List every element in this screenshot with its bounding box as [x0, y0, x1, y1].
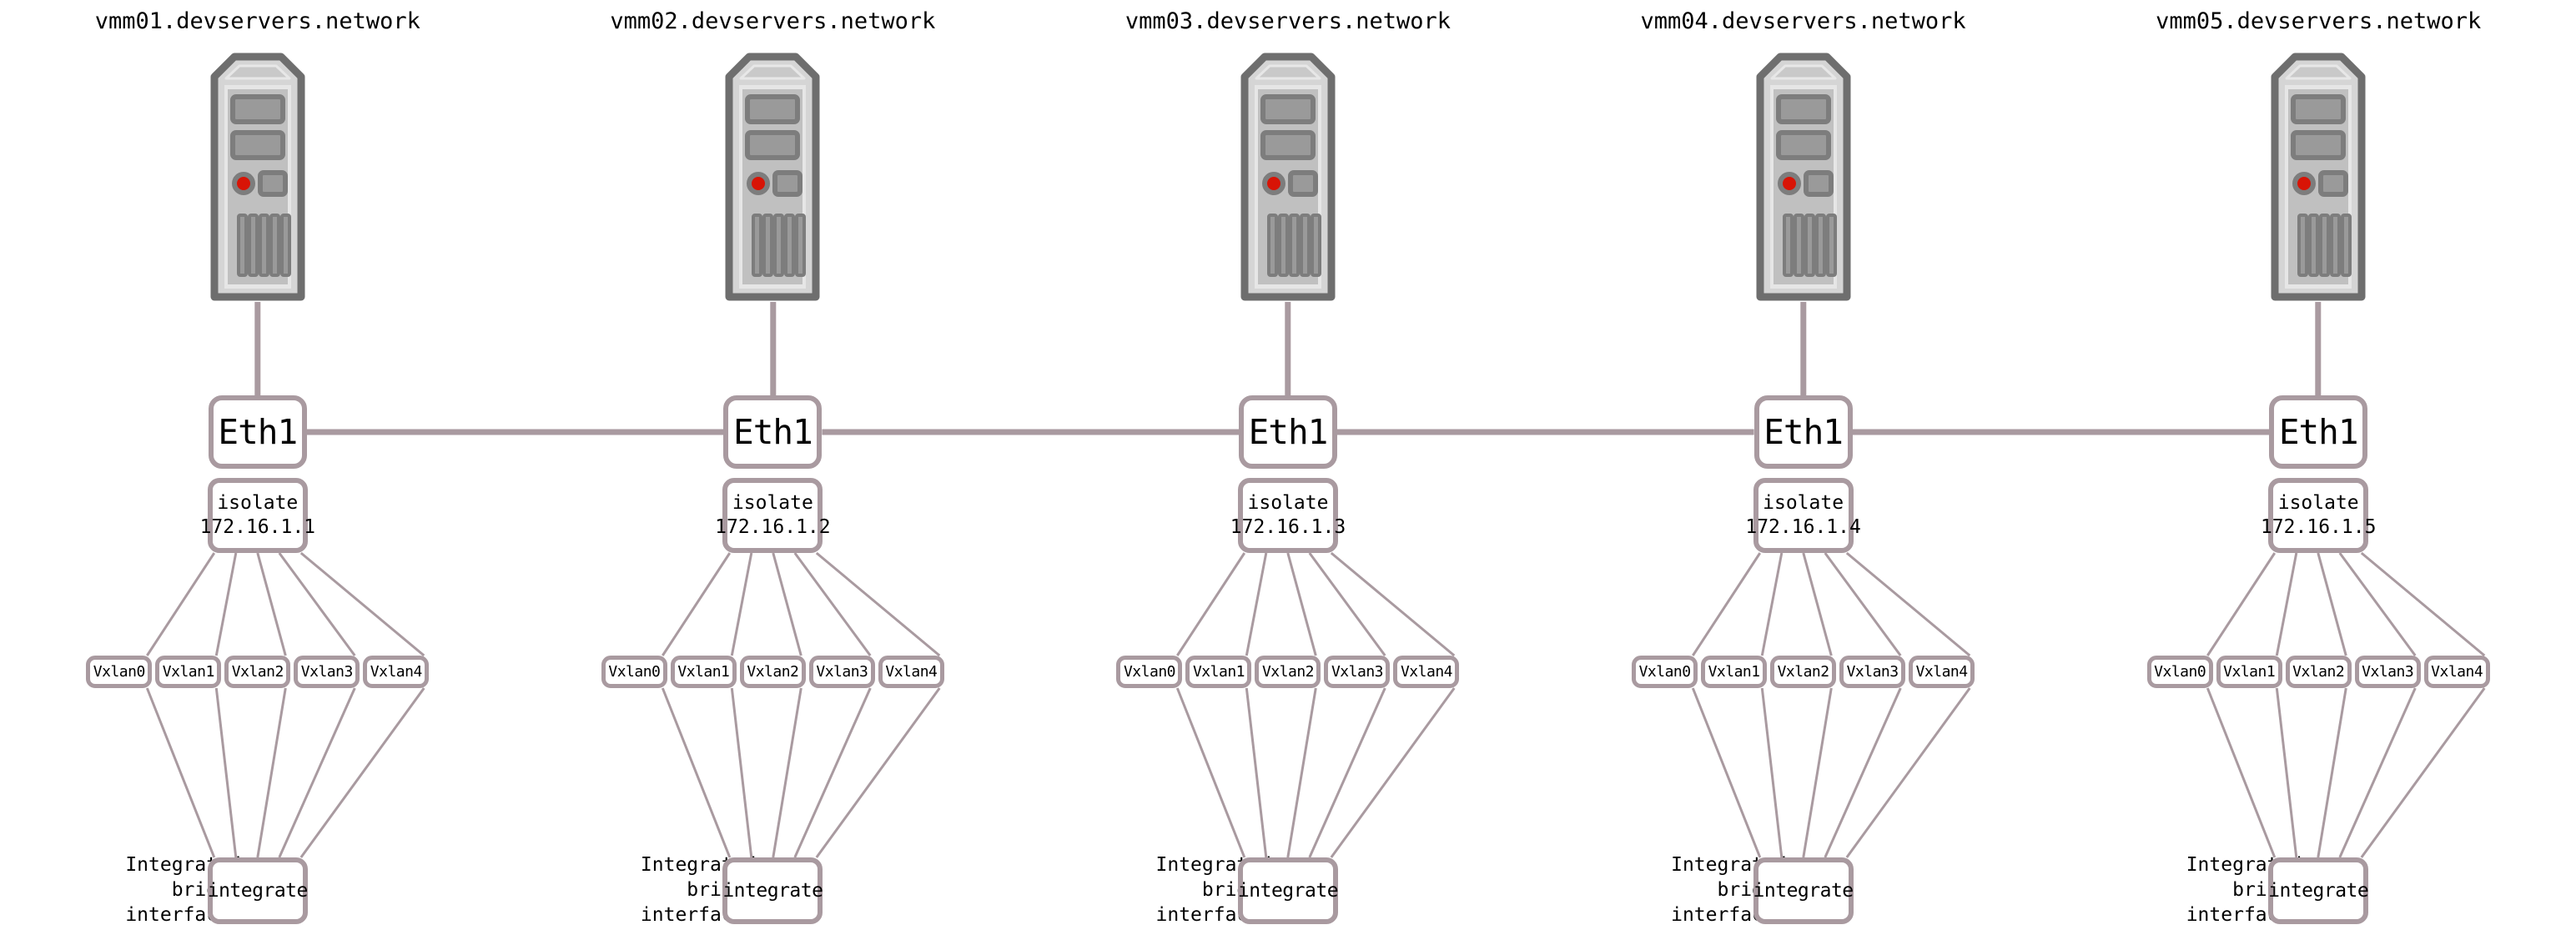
- column-link-lines: [1691, 302, 1971, 858]
- vxlan-node[interactable]: Vxlan4: [1393, 656, 1460, 688]
- isolate-bridge-ip: 172.16.1.1: [199, 516, 316, 538]
- vxlan-node[interactable]: Vxlan0: [1632, 656, 1698, 688]
- server-tower-icon: [210, 53, 305, 301]
- isolate-bridge-name: isolate: [1247, 492, 1329, 514]
- isolate-bridge-ip: 172.16.1.3: [1230, 516, 1346, 538]
- vxlan-node[interactable]: Vxlan3: [1839, 656, 1906, 688]
- vxlan-node[interactable]: Vxlan1: [1185, 656, 1252, 688]
- column-link-lines: [661, 302, 941, 858]
- isolate-bridge-ip: 172.16.1.4: [1745, 516, 1861, 538]
- vxlan-node[interactable]: Vxlan4: [878, 656, 944, 688]
- vxlan-node[interactable]: Vxlan4: [363, 656, 430, 688]
- vxlan-node[interactable]: Vxlan2: [2285, 656, 2352, 688]
- integrate-bridge-node[interactable]: integrate: [2268, 857, 2369, 924]
- isolate-bridge-name: isolate: [217, 492, 299, 514]
- vxlan-node[interactable]: Vxlan2: [1255, 656, 1321, 688]
- isolate-bridge-name: isolate: [732, 492, 813, 514]
- vxlan-node[interactable]: Vxlan1: [1701, 656, 1768, 688]
- column-link-lines: [145, 302, 425, 858]
- integrate-bridge-node[interactable]: integrate: [208, 857, 308, 924]
- column-link-lines: [1176, 302, 1456, 858]
- column-link-lines: [2206, 302, 2486, 858]
- vxlan-node[interactable]: Vxlan2: [224, 656, 291, 688]
- vxlan-node[interactable]: Vxlan2: [1770, 656, 1837, 688]
- vxlan-node[interactable]: Vxlan4: [2423, 656, 2490, 688]
- host-column: vmm01.devservers.network Physical interf…: [0, 0, 516, 950]
- eth1-node[interactable]: Eth1: [1753, 395, 1853, 469]
- eth1-node[interactable]: Eth1: [1238, 395, 1337, 469]
- vxlan-node[interactable]: Vxlan3: [1324, 656, 1391, 688]
- integrate-bridge-node[interactable]: integrate: [1238, 857, 1339, 924]
- eth1-node[interactable]: Eth1: [2269, 395, 2368, 469]
- vxlan-node[interactable]: Vxlan0: [1116, 656, 1183, 688]
- isolate-bridge-ip: 172.16.1.5: [2260, 516, 2377, 538]
- vxlan-node[interactable]: Vxlan1: [670, 656, 737, 688]
- integrate-bridge-node[interactable]: integrate: [1753, 857, 1854, 924]
- isolate-bridge-name: isolate: [2277, 492, 2359, 514]
- host-column: vmm05.devservers.network Integrated brid…: [2060, 0, 2576, 950]
- server-icon: [1728, 52, 1879, 302]
- host-title: vmm01.devservers.network: [94, 8, 420, 34]
- host-column: vmm02.devservers.network Integrated brid…: [516, 0, 1031, 950]
- server-icon: [1213, 52, 1363, 302]
- vxlan-node[interactable]: Vxlan4: [1909, 656, 1975, 688]
- server-tower-icon: [725, 53, 820, 301]
- host-column: vmm03.devservers.network Integrated brid…: [1030, 0, 1546, 950]
- eth1-node[interactable]: Eth1: [208, 395, 307, 469]
- vxlan-node[interactable]: Vxlan0: [601, 656, 667, 688]
- host-title: vmm03.devservers.network: [1124, 8, 1452, 34]
- host-title: vmm04.devservers.network: [1640, 8, 1966, 34]
- eth1-node[interactable]: Eth1: [723, 395, 823, 469]
- vxlan-node[interactable]: Vxlan0: [86, 656, 153, 688]
- vxlan-node[interactable]: Vxlan2: [739, 656, 806, 688]
- server-icon: [2243, 52, 2393, 302]
- vxlan-node[interactable]: Vxlan3: [294, 656, 360, 688]
- vxlan-node[interactable]: Vxlan1: [155, 656, 222, 688]
- server-tower-icon: [1756, 53, 1851, 301]
- vxlan-node[interactable]: Vxlan0: [2146, 656, 2213, 688]
- server-tower-icon: [2271, 53, 2366, 301]
- host-title: vmm02.devservers.network: [610, 8, 936, 34]
- isolate-bridge-name: isolate: [1763, 492, 1844, 514]
- server-tower-icon: [1240, 53, 1336, 301]
- server-icon: [697, 52, 848, 302]
- integrate-bridge-node[interactable]: integrate: [722, 857, 823, 924]
- vxlan-node[interactable]: Vxlan3: [2354, 656, 2421, 688]
- vxlan-node[interactable]: Vxlan3: [808, 656, 875, 688]
- vxlan-node[interactable]: Vxlan1: [2216, 656, 2282, 688]
- isolate-bridge-ip: 172.16.1.2: [715, 516, 831, 538]
- host-column: vmm04.devservers.network Integrated brid…: [1546, 0, 2061, 950]
- server-icon: [183, 52, 333, 302]
- host-title: vmm05.devservers.network: [2156, 8, 2482, 34]
